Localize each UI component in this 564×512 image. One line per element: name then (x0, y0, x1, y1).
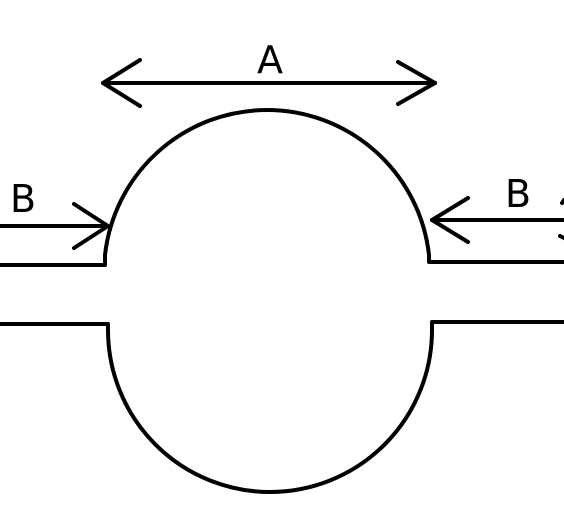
dimension-arrow-a-right-head (396, 60, 437, 106)
right-arrow-b-head (430, 196, 470, 244)
right-arrow-b-extra-tick (558, 234, 564, 240)
lower-outline (0, 320, 564, 494)
left-arrow-b-head (72, 202, 110, 250)
dimension-label-a: A (257, 38, 283, 82)
right-arrow-b (430, 196, 564, 244)
dimension-arrow-a-left-head (101, 58, 142, 108)
left-arrow-b (0, 202, 110, 250)
upper-outline (0, 108, 564, 267)
left-arrow-label-b: B (10, 177, 36, 221)
right-arrow-label-b: B (505, 172, 531, 216)
dimension-arrow-a (101, 58, 437, 108)
